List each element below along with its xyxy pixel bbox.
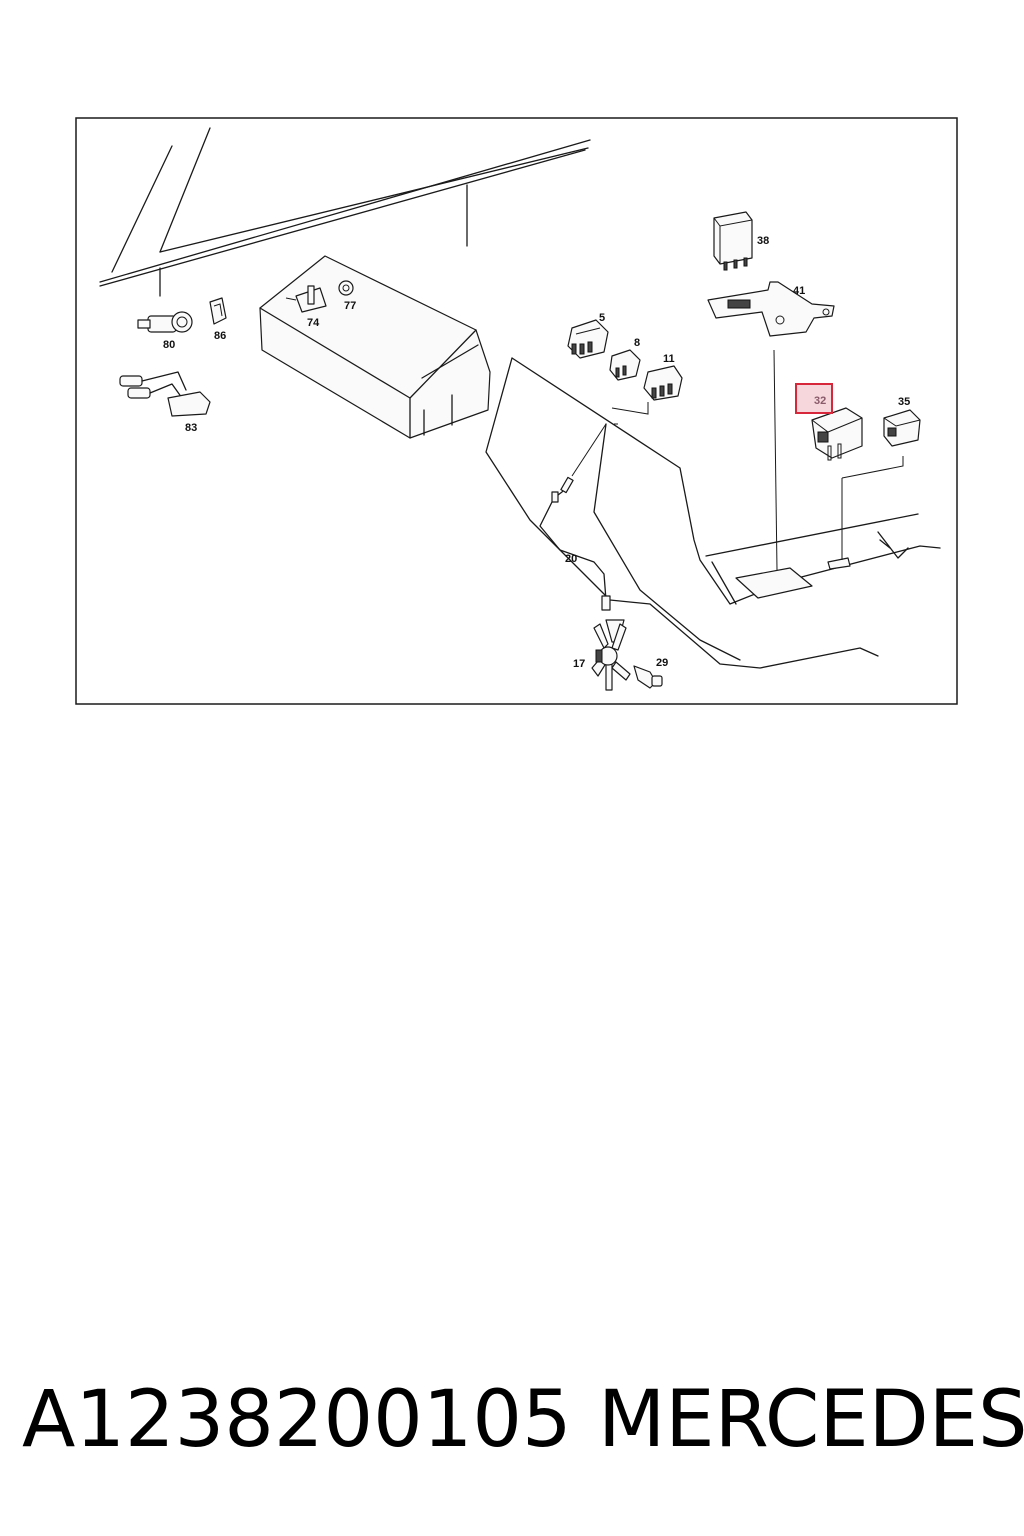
callout-77: 77 xyxy=(344,300,356,312)
callout-83: 83 xyxy=(185,422,197,434)
callout-8: 8 xyxy=(634,337,640,349)
part-29-bulb xyxy=(633,665,663,689)
callout-11: 11 xyxy=(663,353,675,365)
windshield-outline xyxy=(99,127,591,297)
callout-17: 17 xyxy=(573,658,585,670)
leader-lines xyxy=(571,349,904,571)
part-80-sensor xyxy=(137,311,193,333)
part-86-clip xyxy=(209,297,227,325)
callout-20: 20 xyxy=(565,553,577,565)
center-console xyxy=(485,357,941,669)
footer: A1238200105 MERCEDES xyxy=(0,1370,1024,1470)
part-83-harness xyxy=(119,371,211,417)
part-77-grommet xyxy=(338,280,354,296)
brand-name: MERCEDES xyxy=(598,1375,1024,1465)
part-20-wire xyxy=(539,476,611,611)
highlight-box-32[interactable] xyxy=(795,383,833,414)
callout-86: 86 xyxy=(214,330,226,342)
dashboard-module xyxy=(259,255,491,439)
callout-29: 29 xyxy=(656,657,668,669)
callout-38: 38 xyxy=(757,235,769,247)
parts-diagram: 5 8 11 17 20 29 35 38 41 74 77 80 83 86 … xyxy=(75,117,958,705)
part-11-switch xyxy=(643,365,683,401)
part-17-bulb-holder xyxy=(591,619,631,691)
callout-5: 5 xyxy=(599,312,605,324)
part-number: A1238200105 xyxy=(22,1375,572,1465)
callout-41: 41 xyxy=(793,285,805,297)
callout-32[interactable]: 32 xyxy=(814,395,826,407)
callout-74: 74 xyxy=(307,317,320,329)
callout-35: 35 xyxy=(898,396,910,408)
part-8-switch xyxy=(609,349,641,381)
part-38-relay xyxy=(713,211,753,271)
diagram-frame xyxy=(75,117,958,705)
part-41-bracket xyxy=(707,281,835,337)
part-5-switch xyxy=(567,319,609,359)
part-32-switch xyxy=(811,407,863,461)
callout-80: 80 xyxy=(163,339,175,351)
part-35-switch xyxy=(883,409,921,447)
part-74-clip xyxy=(285,285,327,313)
